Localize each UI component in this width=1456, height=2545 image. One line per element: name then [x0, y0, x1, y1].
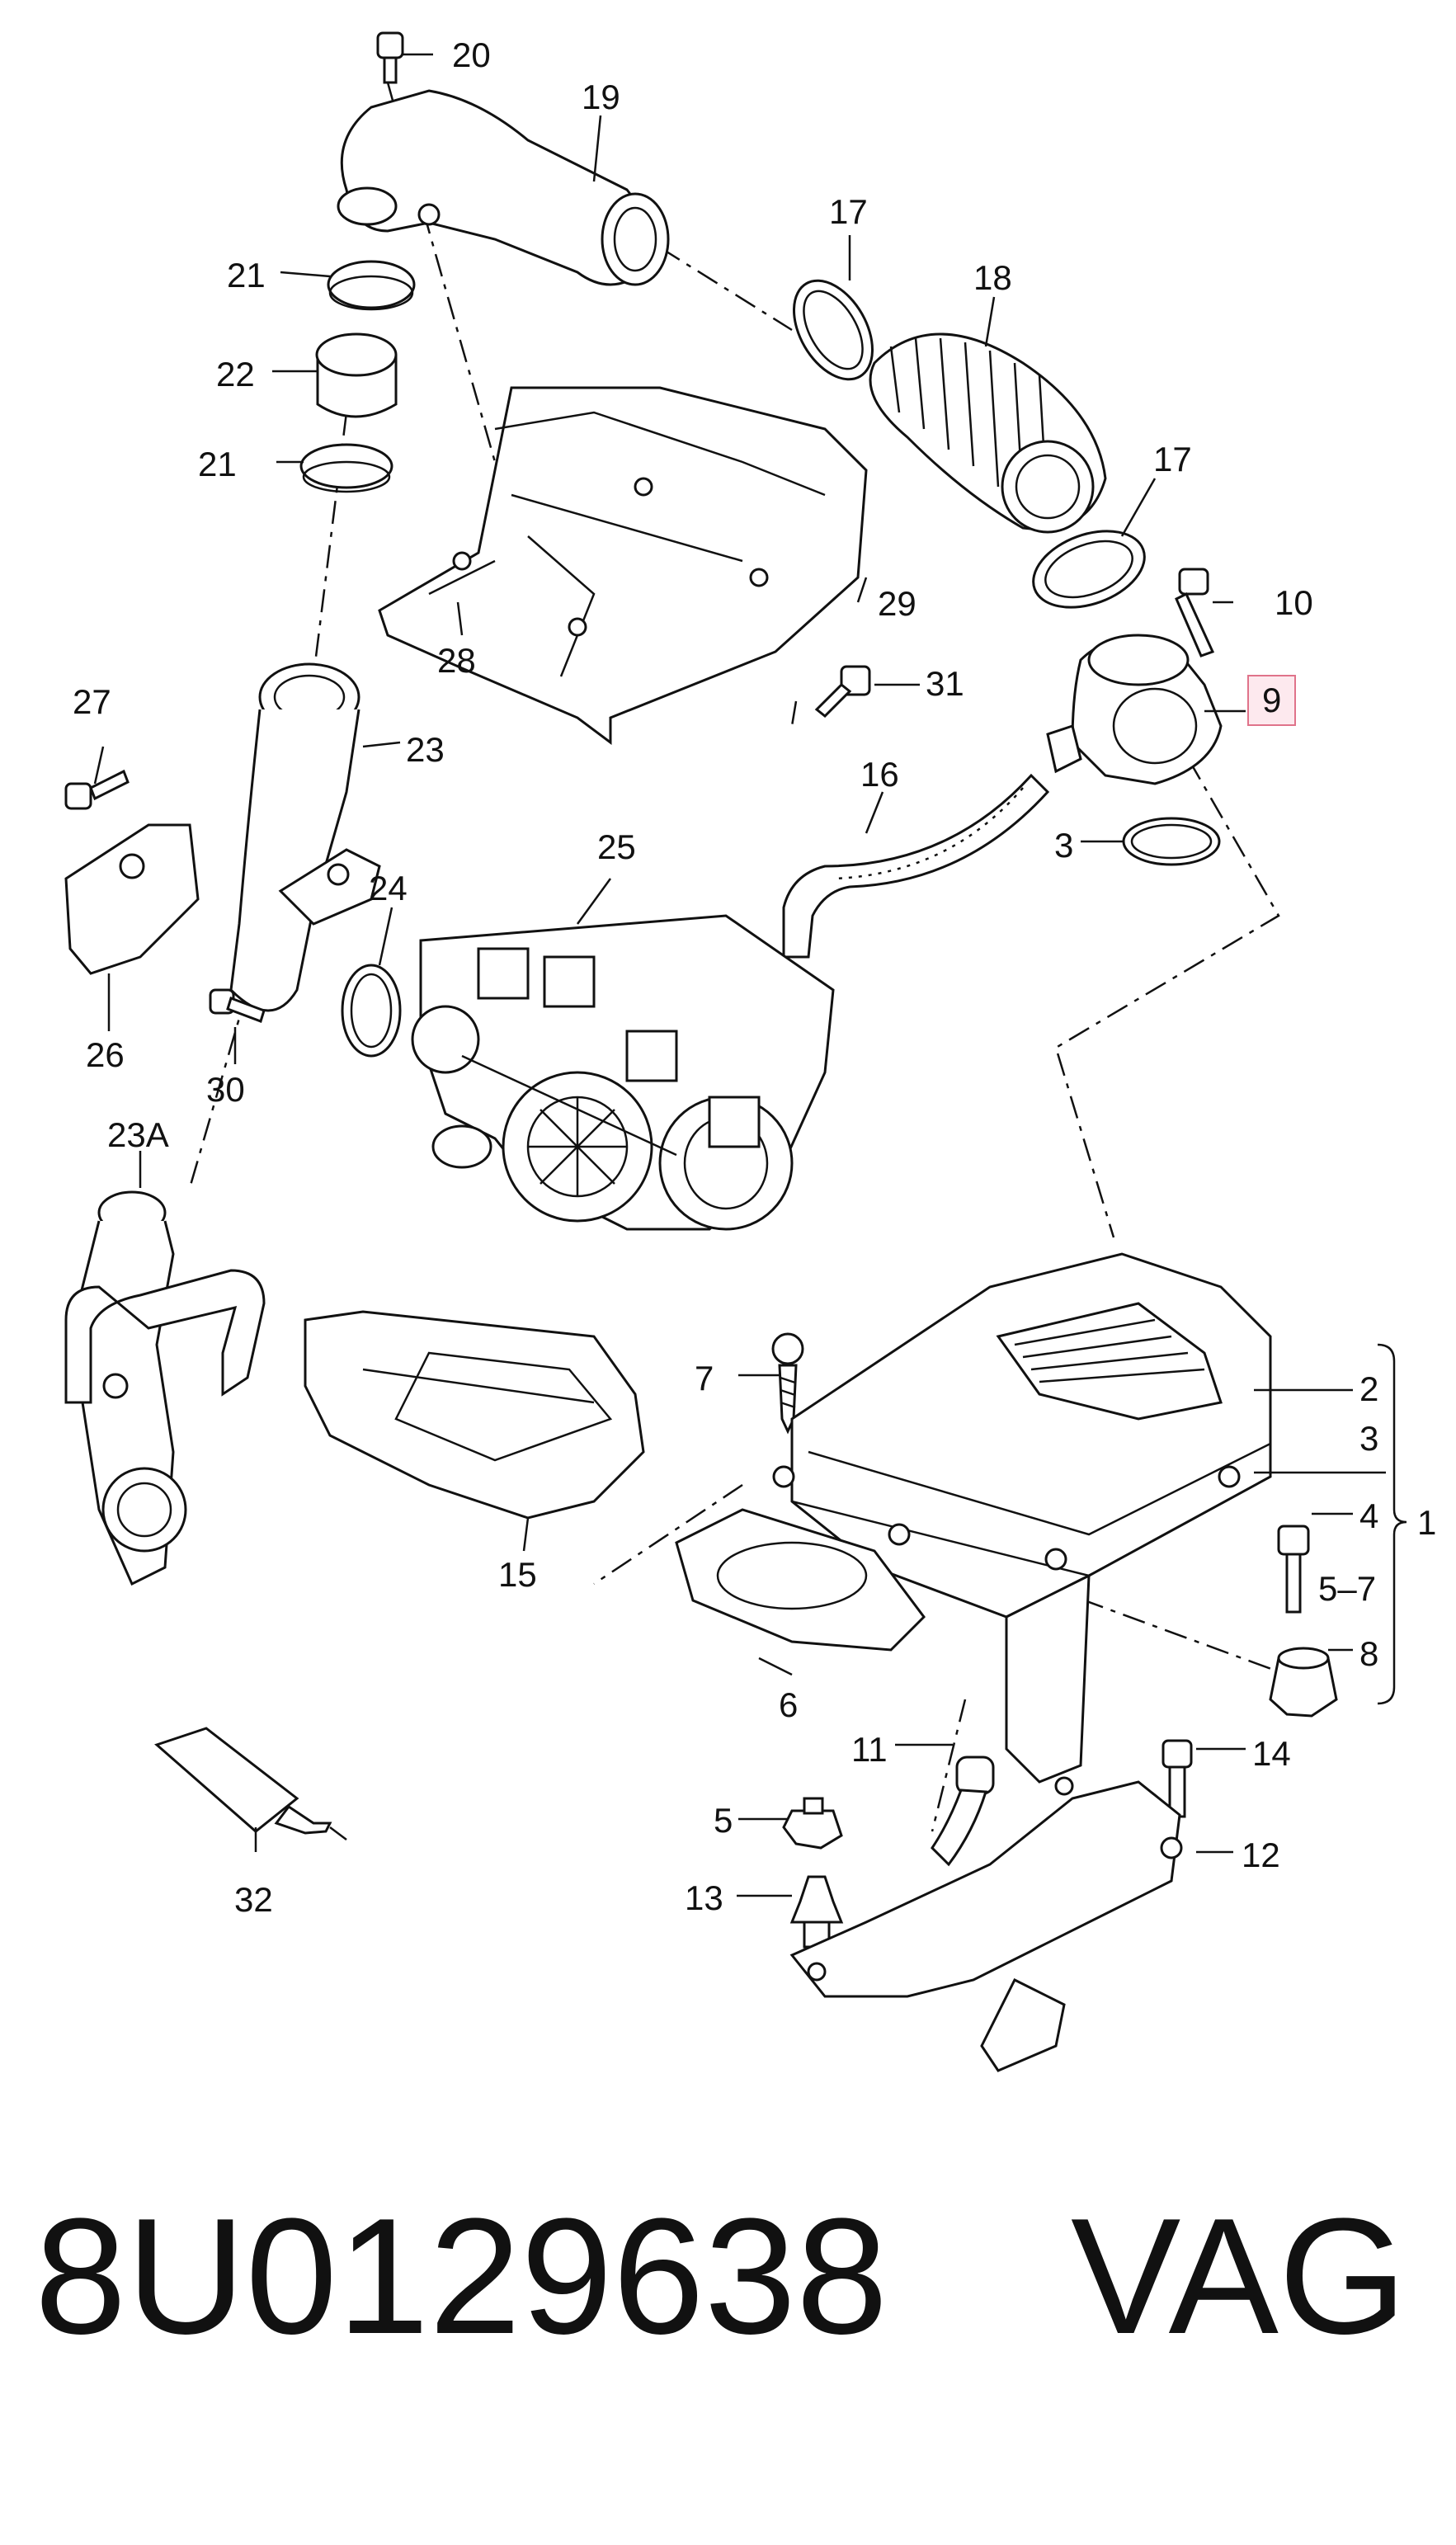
- inlet-pipe-23-icon: [229, 662, 381, 1012]
- callout-26: 26: [86, 1035, 125, 1074]
- callout-23a: 23A: [107, 1115, 169, 1154]
- callout-5: 5: [714, 1801, 733, 1840]
- callout-5-7: 5–7: [1318, 1569, 1377, 1608]
- callout-7: 7: [695, 1359, 714, 1397]
- callout-31: 31: [926, 664, 964, 703]
- callout-19: 19: [582, 78, 620, 116]
- part-number-caption: 8U0129638: [35, 2184, 888, 2368]
- callout-20: 20: [452, 35, 491, 74]
- flow-adapter-9-icon: [1046, 634, 1223, 785]
- bolt-30-icon: [209, 988, 266, 1023]
- bolt-27-icon: [64, 769, 130, 810]
- callout-6: 6: [779, 1685, 799, 1724]
- callout-8: 8: [1359, 1634, 1379, 1673]
- clamp-17-lower-icon: [1032, 530, 1146, 609]
- sealant-tube-32-icon: [154, 1727, 347, 1840]
- callout-30: 30: [206, 1070, 245, 1109]
- bracket-26-icon: [64, 823, 200, 975]
- callout-24: 24: [369, 869, 408, 907]
- callout-27: 27: [73, 682, 111, 721]
- sleeve-22-icon: [315, 332, 398, 418]
- callout-17-upper: 17: [829, 192, 868, 231]
- intake-duct-15-icon: [304, 1310, 645, 1520]
- callout-16: 16: [860, 755, 899, 794]
- bellows-hose-18-icon: [869, 332, 1107, 534]
- callout-17-lower: 17: [1153, 440, 1192, 478]
- callout-14: 14: [1252, 1734, 1291, 1773]
- leader-lines: [93, 53, 1407, 1897]
- callout-15: 15: [498, 1555, 537, 1594]
- callout-25: 25: [597, 827, 636, 866]
- callout-3-lower: 3: [1359, 1419, 1379, 1458]
- callout-1: 1: [1417, 1503, 1437, 1542]
- callout-9-highlighted: 9: [1247, 675, 1297, 726]
- callout-18: 18: [973, 258, 1012, 297]
- callout-3-upper: 3: [1054, 826, 1074, 865]
- pipe-assembly-23a-icon: [64, 1190, 266, 1586]
- callout-11: 11: [851, 1730, 888, 1769]
- bracket-12-icon: [789, 1776, 1183, 2072]
- seal-ring-3-icon: [1122, 817, 1221, 866]
- turbocharger-25-icon: [411, 914, 835, 1231]
- bolt-10-icon: [1175, 568, 1215, 657]
- clamp-21-upper-icon: [327, 260, 416, 311]
- callout-21-lower: 21: [198, 445, 237, 483]
- callout-21-upper: 21: [227, 256, 266, 295]
- intake-pipe-19-icon: [337, 89, 670, 286]
- callout-10: 10: [1275, 583, 1313, 622]
- bolt-14-icon: [1162, 1739, 1193, 1818]
- callout-13: 13: [685, 1878, 723, 1917]
- callout-28: 28: [437, 641, 476, 680]
- brand-caption: VAG: [1071, 2184, 1407, 2368]
- callout-2: 2: [1359, 1369, 1379, 1408]
- callout-4: 4: [1359, 1496, 1379, 1535]
- grommet-8-icon: [1269, 1647, 1338, 1718]
- nut-5-icon: [782, 1797, 843, 1850]
- callout-23: 23: [406, 730, 445, 769]
- bolt-4-icon: [1277, 1525, 1310, 1614]
- callout-22: 22: [216, 355, 255, 394]
- clamp-17-upper-icon: [793, 279, 874, 381]
- heat-shield-28-29-icon: [378, 386, 868, 745]
- bolt-31-icon: [814, 665, 871, 719]
- callout-12: 12: [1242, 1836, 1280, 1874]
- bolt-20-icon: [376, 31, 404, 84]
- hose-end-11-icon: [931, 1756, 995, 1867]
- air-filter-housing-1-icon: [675, 1252, 1272, 1784]
- clamp-21-lower-icon: [299, 443, 393, 493]
- callout-32: 32: [234, 1880, 273, 1919]
- hose-16-icon: [782, 773, 1050, 959]
- callout-29: 29: [878, 584, 916, 623]
- seal-ring-24-icon: [341, 964, 402, 1058]
- screw-7-icon: [771, 1332, 804, 1435]
